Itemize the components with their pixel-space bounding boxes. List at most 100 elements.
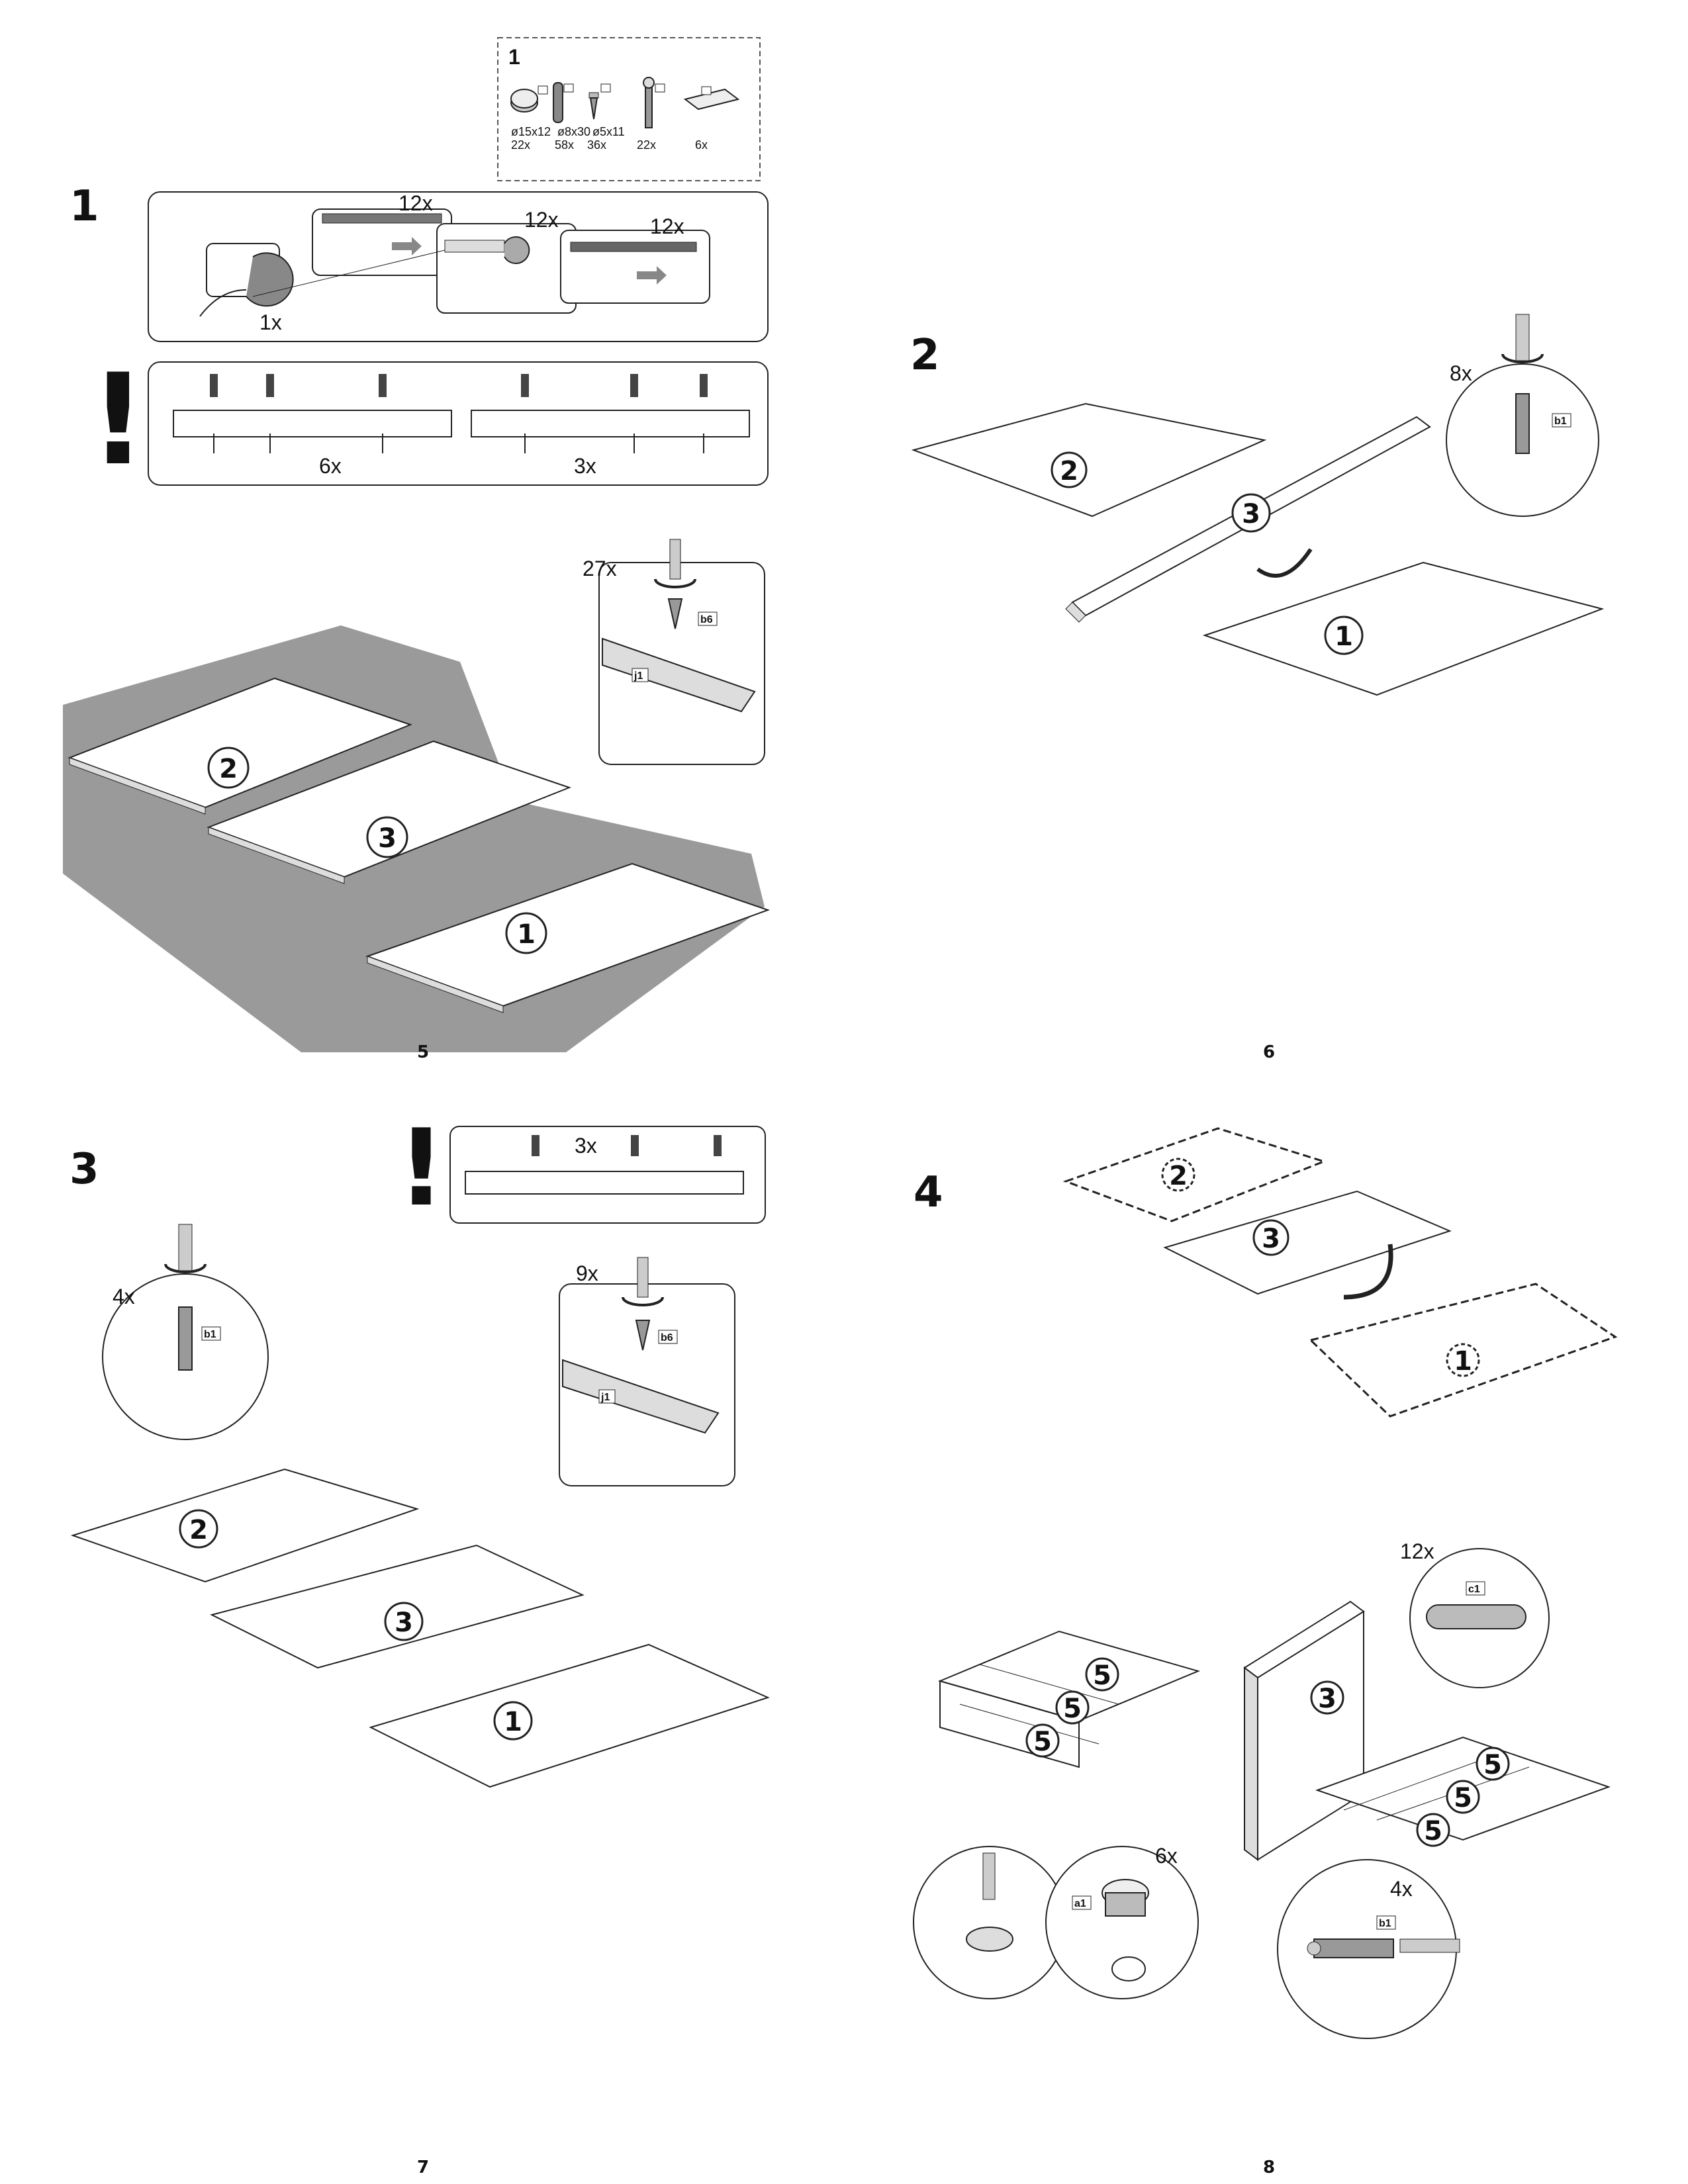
page-number: 8	[1263, 2158, 1276, 2177]
connector-plate-icon	[683, 86, 740, 111]
shelf-label: 5	[1454, 1783, 1472, 1813]
cam-lock-detail-callout: a1 6x	[913, 1844, 1199, 1999]
shelf-stack-right: 5 5 5	[1315, 1736, 1611, 1847]
panel-3: 3	[207, 740, 571, 884]
shelf-label: 5	[1483, 1750, 1502, 1780]
box-number: 1	[508, 45, 520, 69]
hand-icon	[199, 243, 294, 317]
panels-with-rails-drawing: 2 3 1	[63, 625, 771, 1052]
part-tag: b1	[1379, 1918, 1391, 1929]
qty-label: 12x	[650, 214, 684, 238]
panel-1: 1	[365, 862, 771, 1013]
part-qty: 22x	[511, 138, 530, 152]
panel-2: 2	[68, 677, 412, 815]
qty-label: 12x	[524, 208, 559, 232]
shelf-assembly-drawing: 5 5 5 3 5 5 5	[937, 1600, 1611, 1861]
bolt-detail-callout: b1 8x	[1446, 314, 1599, 517]
page-number: 7	[417, 2158, 430, 2177]
panel-1: 1	[1202, 561, 1605, 696]
cam-lock-icon	[510, 85, 548, 113]
cam-bolt-icon	[643, 77, 665, 128]
part-qty: 36x	[587, 138, 606, 152]
panel-label: 3	[1318, 1684, 1336, 1714]
screw-detail-callout: b6 j1 27x	[583, 539, 765, 765]
qty-label: 3x	[574, 454, 596, 478]
bolt-detail-callout: b1 4x	[102, 1224, 269, 1440]
qty-label: 8x	[1450, 361, 1472, 385]
panel-1: 1	[369, 1643, 770, 1788]
cam-lock-icon	[1102, 1879, 1149, 1981]
assembly-drawing: 2 3 1	[70, 1468, 770, 1788]
part-qty: 58x	[555, 138, 574, 152]
panel-3: 3	[1163, 1190, 1452, 1300]
assembly-drawing: 2 3 1	[911, 402, 1605, 696]
qty-label: 4x	[1390, 1877, 1413, 1901]
panel-label: 1	[1335, 621, 1353, 652]
part-tag: j1	[600, 1392, 610, 1403]
page-number: 5	[417, 1042, 430, 1062]
part-tag: b6	[661, 1332, 673, 1343]
part-tag: a1	[1074, 1898, 1086, 1909]
part-tag: b1	[204, 1329, 216, 1340]
step-number: 1	[70, 182, 99, 231]
panel-label: 2	[189, 1515, 208, 1545]
screw-detail-callout: b6 j1 9x	[559, 1257, 735, 1486]
shelf-label: 5	[1424, 1816, 1442, 1846]
shelf-label: 5	[1093, 1661, 1111, 1691]
panel-3: 3	[210, 1544, 585, 1669]
warning-icon: !	[397, 1106, 445, 1230]
part-qty: 22x	[637, 138, 656, 152]
qty-label: 6x	[319, 454, 342, 478]
step-number: 3	[70, 1145, 99, 1194]
panel-label: 3	[1242, 499, 1260, 529]
panel-3: 3	[1065, 416, 1431, 623]
panel-label: 3	[1262, 1224, 1280, 1254]
qty-label: 3x	[575, 1134, 597, 1158]
panel-label: 2	[219, 754, 238, 784]
step-number: 2	[910, 331, 940, 380]
step-number: 4	[914, 1168, 943, 1217]
dowel-icon	[553, 82, 574, 123]
rail-screw-warning-panel: 3x	[449, 1126, 766, 1224]
panel-label: 2	[1060, 456, 1078, 486]
rail-screw-warning-panel: 6x 3x	[148, 361, 769, 486]
svg-text:ø8x30: ø8x30	[557, 125, 590, 138]
parts-list-box: 1 ø15x12 ø8x30 ø5x11 22x 58x 36x 22x 6x	[497, 37, 761, 181]
cam-bolt-icon	[1307, 1938, 1394, 1958]
panel-1: 1	[1309, 1283, 1618, 1418]
svg-text:ø5x11: ø5x11	[592, 125, 625, 138]
panel-stack-drawing: 2 3 1	[1062, 1127, 1618, 1418]
qty-label: 12x	[399, 191, 433, 215]
panel-2: 2	[1062, 1127, 1327, 1222]
part-qty: 6x	[695, 138, 708, 152]
qty-label: 4x	[113, 1285, 135, 1308]
side-panel: 3	[1243, 1600, 1365, 1861]
slide-separation-panel: 12x 12x 12x 1x	[148, 191, 769, 342]
part-tag: j1	[633, 670, 643, 682]
warning-icon: !	[89, 347, 147, 493]
panel-label: 3	[395, 1608, 413, 1638]
panel-2: 2	[70, 1468, 420, 1583]
shelf-label: 5	[1063, 1694, 1082, 1724]
svg-text:ø15x12: ø15x12	[511, 125, 551, 138]
panel-2: 2	[911, 402, 1267, 518]
shelf-label: 5	[1033, 1727, 1052, 1757]
part-tag: b6	[700, 614, 713, 625]
qty-label: 6x	[1155, 1844, 1178, 1868]
part-tag: c1	[1468, 1584, 1480, 1595]
panel-label: 2	[1169, 1161, 1188, 1191]
panel-label: 3	[378, 823, 397, 854]
qty-label: 27x	[583, 557, 617, 580]
page-number: 6	[1263, 1042, 1276, 1062]
screw-icon	[588, 83, 611, 120]
panel-label: 1	[517, 919, 536, 950]
part-tag: b1	[1554, 416, 1567, 427]
shelf-stack-left: 5 5 5	[937, 1630, 1201, 1768]
qty-label: 12x	[1400, 1539, 1434, 1563]
dowel-icon	[1426, 1604, 1526, 1629]
panel-label: 1	[504, 1707, 522, 1737]
qty-label: 1x	[259, 310, 282, 334]
bolt-detail-callout: b1 4x	[1277, 1859, 1460, 2039]
dowel-detail-callout: c1 12x	[1400, 1539, 1550, 1688]
panel-label: 1	[1454, 1346, 1472, 1377]
